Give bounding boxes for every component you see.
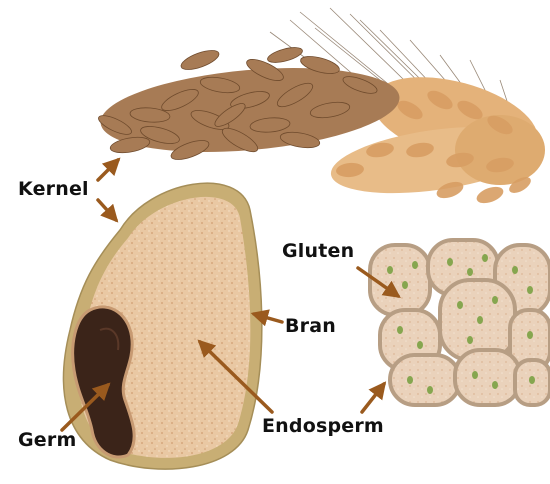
endosperm-label: Endosperm — [262, 415, 384, 437]
gluten-cells — [370, 240, 550, 405]
kernel-label: Kernel — [18, 178, 89, 200]
gluten-label: Gluten — [282, 240, 354, 262]
kernel-pile — [96, 45, 403, 164]
kernel-arrow-to-pile — [98, 160, 118, 180]
endosperm-arrow-to-cells — [362, 384, 384, 412]
kernel-cross-section — [63, 183, 261, 469]
germ-label: Germ — [18, 429, 76, 451]
kernel-arrow-to-section — [98, 200, 116, 220]
bran-label: Bran — [285, 315, 336, 337]
